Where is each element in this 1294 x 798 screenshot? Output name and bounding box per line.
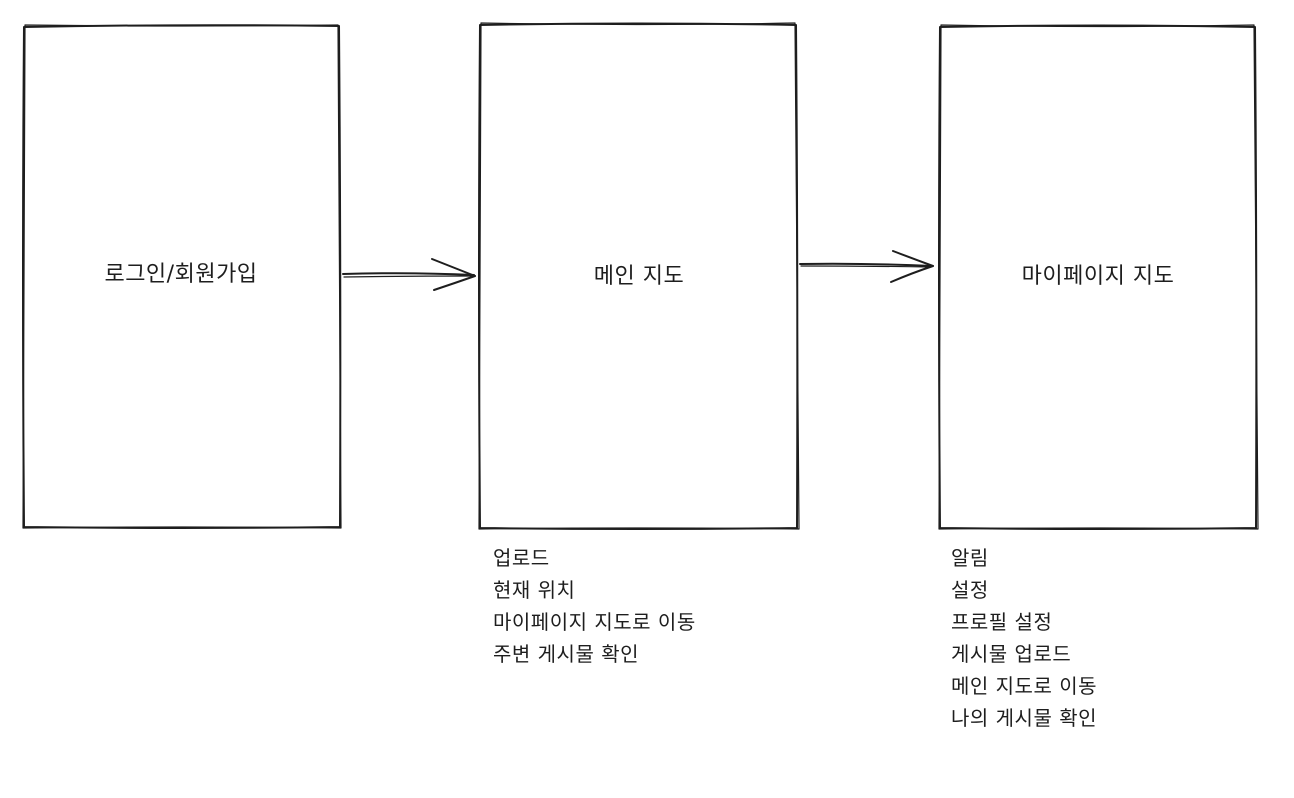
feature-list-main-map: 업로드 현재 위치 마이페이지 지도로 이동 주변 게시물 확인 [493, 542, 696, 670]
screen-title-login: 로그인/회원가입 [104, 262, 258, 287]
feature-item: 업로드 [493, 546, 550, 570]
feature-item: 메인 지도로 이동 [951, 674, 1098, 698]
screen-title-main-map: 메인 지도 [593, 264, 685, 289]
screen-box-login [22, 24, 342, 529]
feature-item: 게시물 업로드 [951, 642, 1072, 666]
feature-item: 설정 [951, 578, 989, 602]
feature-item: 마이페이지 지도로 이동 [493, 610, 696, 634]
feature-item: 나의 게시물 확인 [951, 706, 1098, 730]
feature-item: 알림 [951, 546, 989, 570]
flow-arrow-main-to-mypage [799, 250, 934, 283]
feature-list-mypage-map: 알림 설정 프로필 설정 게시물 업로드 메인 지도로 이동 나의 게시물 확인 [951, 542, 1097, 734]
feature-item: 프로필 설정 [951, 610, 1053, 634]
feature-item: 현재 위치 [493, 578, 576, 602]
screen-box-mypage-map [938, 24, 1259, 530]
flow-arrow-login-to-main [342, 258, 476, 291]
screen-box-main-map [478, 22, 800, 530]
screen-title-mypage-map: 마이페이지 지도 [1021, 264, 1175, 289]
feature-item: 주변 게시물 확인 [493, 642, 640, 666]
